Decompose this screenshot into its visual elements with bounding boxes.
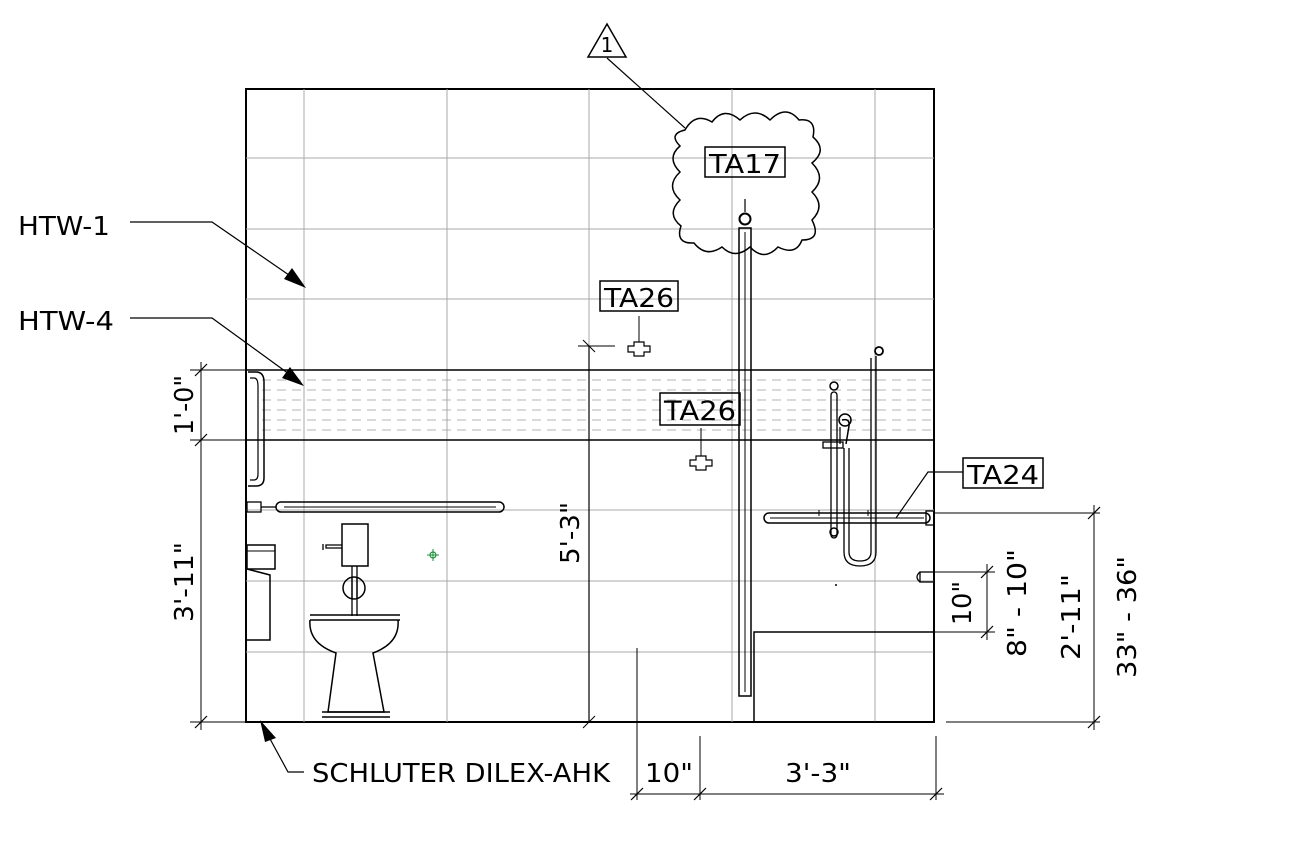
label-schluter: SCHLUTER DILEX-AHK xyxy=(312,759,611,789)
dim-valve-height: 2'-11" xyxy=(1057,574,1087,660)
label-htw4: HTW-4 xyxy=(18,307,114,337)
wc-grab-bar xyxy=(246,501,505,513)
shower-slide-bar xyxy=(822,346,884,567)
tag-box-ta26-lower xyxy=(659,392,741,426)
tag-ta26-lower: TA26 xyxy=(663,396,736,427)
dim-band-height: 1'-0" xyxy=(170,375,200,435)
arrow-htw1 xyxy=(284,268,306,288)
dim-left-lines xyxy=(190,362,246,730)
revision-triangle xyxy=(586,22,686,129)
robe-hook-upper xyxy=(627,316,651,357)
accent-tile-band xyxy=(246,369,934,441)
dim-shower-width: 3'-3" xyxy=(785,759,851,789)
dim-grab-bar-height: 33" - 36" xyxy=(1113,556,1143,678)
leader-schluter xyxy=(262,725,304,773)
water-closet xyxy=(309,523,400,718)
leader-htw1 xyxy=(130,221,303,285)
dim-valve-range: 8" - 10" xyxy=(1003,549,1033,657)
tissue-dispenser xyxy=(246,544,276,641)
dim-bottom-lines xyxy=(630,648,944,801)
vertical-grab-bar xyxy=(248,371,265,487)
dim-valve-spacing: 10" xyxy=(948,581,978,625)
shower-valve xyxy=(835,571,935,586)
dim-left-offset: 10" xyxy=(645,759,693,789)
tag-box-ta17 xyxy=(704,146,786,178)
tag-box-ta26-upper xyxy=(599,280,679,312)
label-htw1: HTW-1 xyxy=(18,212,110,242)
leader-htw4 xyxy=(130,317,301,383)
dim-divider-height: 5'-3" xyxy=(556,502,586,564)
tag-box-ta24 xyxy=(962,457,1044,489)
tag-ta17: TA17 xyxy=(708,150,781,180)
shower-grab-bar xyxy=(763,510,935,526)
revision-cloud xyxy=(671,111,821,256)
crosshair-marker xyxy=(427,549,439,561)
revision-number: 1 xyxy=(601,33,614,57)
tag-ta24: TA24 xyxy=(966,461,1039,491)
dim-divider-lines xyxy=(578,339,615,729)
dim-wainscot-height: 3'-11" xyxy=(170,542,200,622)
tag-ta26-upper: TA26 xyxy=(603,284,674,314)
arrow-htw4 xyxy=(282,367,304,386)
shower-divider xyxy=(588,199,752,722)
dim-right-lines xyxy=(934,505,1101,730)
robe-hook-lower xyxy=(689,428,713,471)
arrow-schluter xyxy=(260,720,276,742)
shower-seat xyxy=(753,631,935,723)
leader-ta24 xyxy=(895,471,963,519)
